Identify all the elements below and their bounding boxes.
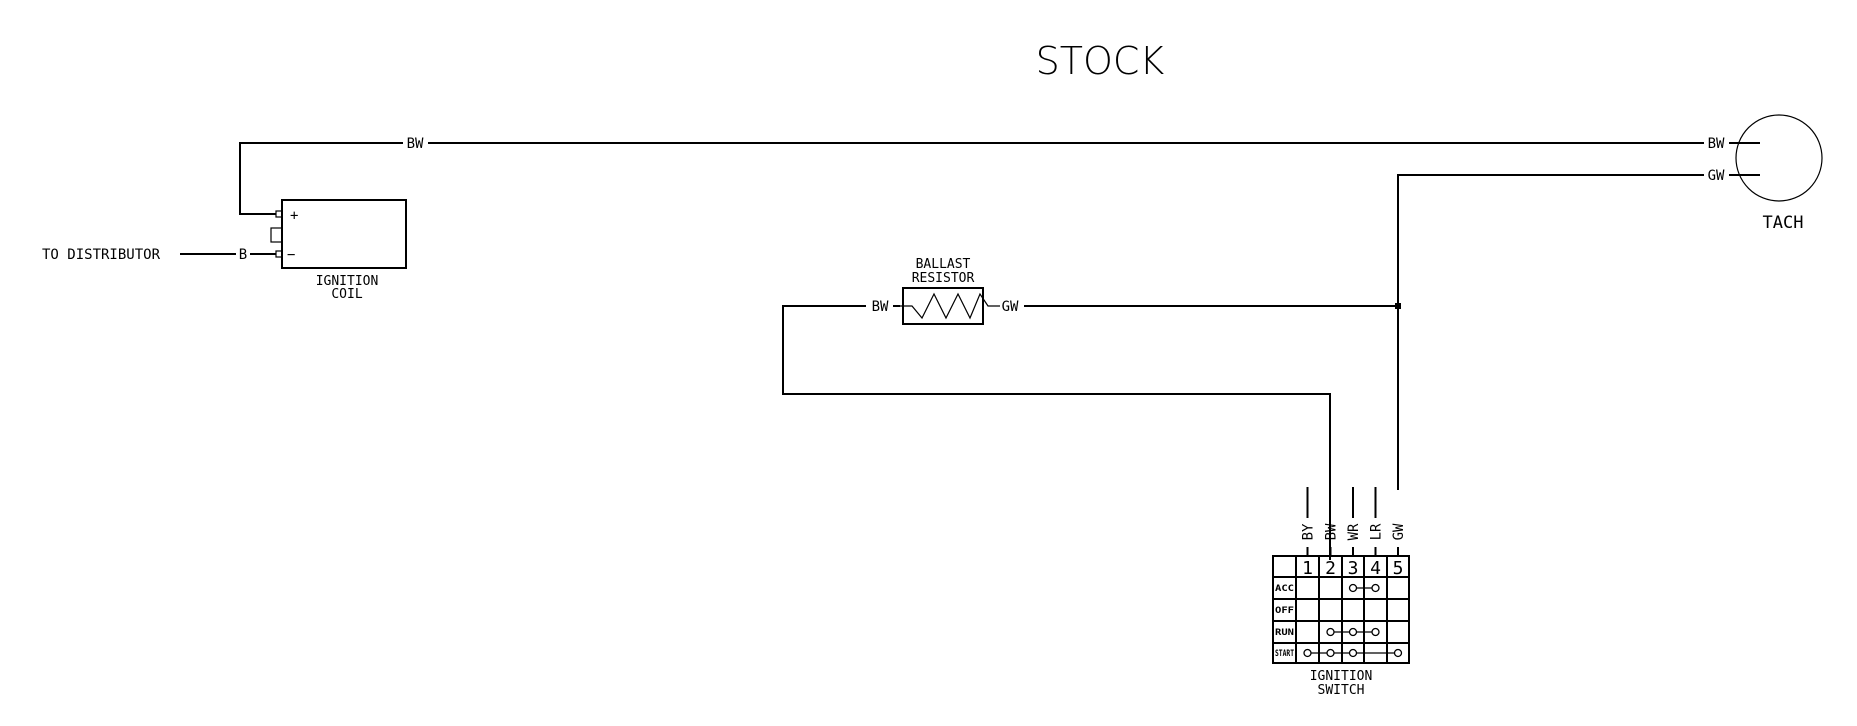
contact-point: [1371, 627, 1380, 637]
wire-bw-coil-to-tach: BW BW: [239, 136, 1760, 215]
wire-label-b: B: [239, 247, 247, 263]
wire-label-tach-gw: GW: [1708, 168, 1725, 184]
wire-gw-to-tach: GW: [1397, 168, 1760, 306]
terminal-number: 3: [1348, 558, 1359, 579]
terminal-wire-label: GW: [1391, 523, 1407, 540]
switch-position-run: RUN: [1275, 628, 1294, 638]
wire-label-bw: BW: [407, 136, 424, 152]
switch-position-start: START: [1275, 649, 1294, 659]
contact-point: [1393, 648, 1403, 658]
ballast-label: BALLAST: [916, 257, 971, 272]
ballast-resistor: BALLAST RESISTOR BW GW: [782, 257, 1401, 560]
distributor-label: TO DISTRIBUTOR: [42, 247, 161, 263]
terminal-number: 4: [1370, 558, 1381, 579]
wire-label-ballast-bw: BW: [872, 299, 889, 315]
coil-plus-terminal: +: [290, 208, 298, 224]
switch-label-2: SWITCH: [1318, 683, 1365, 698]
wire-label-ballast-gw: GW: [1002, 299, 1019, 315]
diagram-title: STOCK: [1036, 39, 1165, 83]
contact-point: [1348, 648, 1358, 658]
tachometer: TACH: [1735, 114, 1823, 233]
wire-label-tach-bw: BW: [1708, 136, 1725, 152]
contact-point: [1303, 648, 1312, 658]
terminal-number: 2: [1325, 558, 1336, 579]
contact-point: [1326, 648, 1335, 658]
switch-position-off: OFF: [1275, 606, 1294, 616]
contact-point: [1348, 627, 1358, 637]
terminal-wire-label: BY: [1301, 523, 1317, 540]
terminal-wire-label: WR: [1346, 523, 1362, 540]
contact-point: [1326, 627, 1335, 637]
ignition-coil: + − IGNITION COIL: [270, 199, 407, 302]
terminal-number: 1: [1302, 558, 1313, 579]
switch-label: IGNITION: [1310, 669, 1373, 684]
terminal-number: 5: [1393, 558, 1404, 579]
coil-label-2: COIL: [331, 287, 362, 302]
contact-point: [1371, 583, 1380, 593]
switch-position-acc: ACC: [1275, 584, 1294, 594]
ballast-label-2: RESISTOR: [912, 271, 975, 286]
coil-label: IGNITION: [316, 274, 379, 289]
contact-point: [1348, 583, 1358, 593]
wire-to-distributor: TO DISTRIBUTOR B: [42, 247, 276, 263]
junction-dot: [1395, 303, 1401, 309]
terminal-wire-label: LR: [1369, 523, 1385, 540]
terminal-wire-label: BW: [1324, 523, 1340, 540]
tach-label: TACH: [1763, 213, 1804, 233]
coil-minus-terminal: −: [287, 247, 295, 263]
